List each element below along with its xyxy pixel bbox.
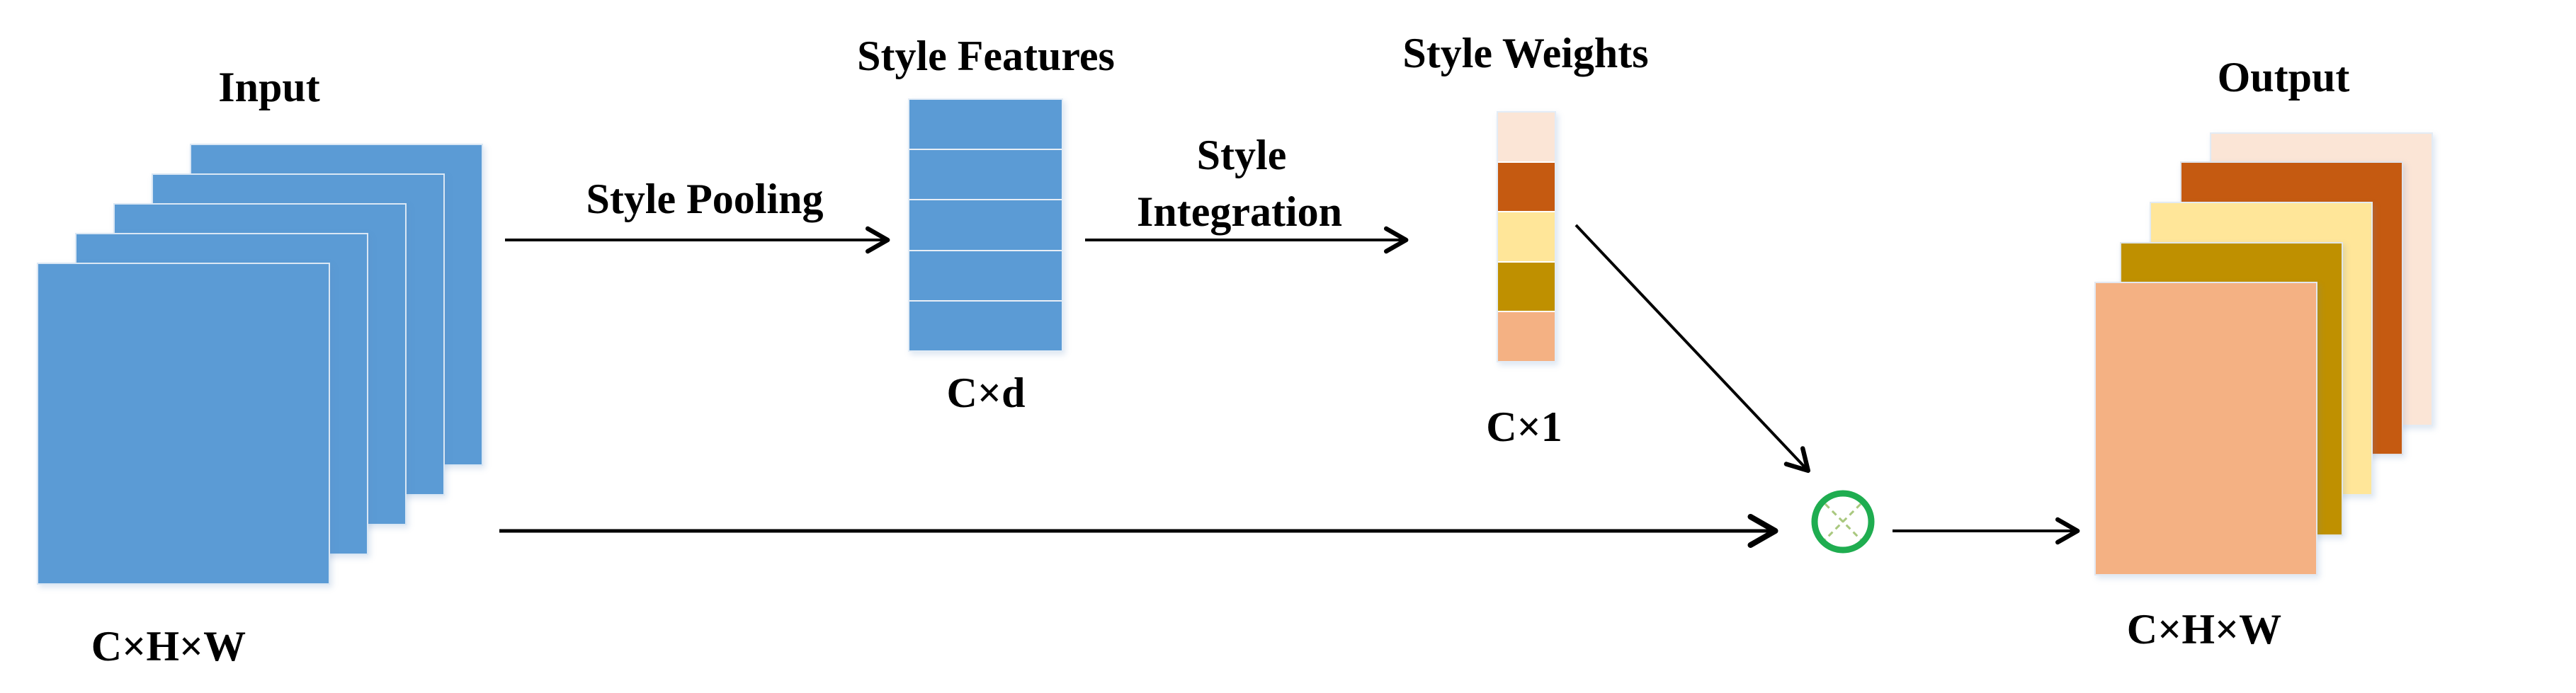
style-weight-cell <box>1498 212 1555 261</box>
style-pooling-label: Style Pooling <box>586 176 824 222</box>
input-feature-map-layer <box>152 173 445 496</box>
style-integration-label-line1: Style <box>1196 132 1287 178</box>
style-weight-cell <box>1498 262 1555 311</box>
output-feature-map-layer <box>2094 282 2317 575</box>
output-feature-map-layer <box>2180 161 2403 455</box>
weights-to-multiply-arrow <box>1574 224 1811 474</box>
style-feature-row <box>909 150 1062 200</box>
style-weight-cell <box>1498 113 1555 161</box>
style-weight-cell <box>1498 312 1555 361</box>
style-weights-dims-label: C×1 <box>1486 403 1562 450</box>
output-title: Output <box>2217 54 2350 101</box>
input-feature-map-layer <box>75 233 368 555</box>
style-feature-row <box>909 200 1062 250</box>
input-feature-map-layer <box>37 263 330 585</box>
output-dims-label: C×H×W <box>2126 606 2282 653</box>
style-feature-row <box>909 251 1062 300</box>
style-features-title: Style Features <box>857 33 1115 79</box>
output-feature-map-layer <box>2150 202 2373 496</box>
style-weights-title: Style Weights <box>1402 30 1649 76</box>
output-feature-map-layer <box>2210 132 2433 426</box>
input-feature-map-layer <box>113 203 407 525</box>
style-weight-cell <box>1498 162 1555 212</box>
input-feature-map-layer <box>190 144 483 466</box>
style-weights-vector <box>1497 111 1556 362</box>
input-title: Input <box>218 64 320 110</box>
style-feature-row <box>909 301 1062 351</box>
style-integration-label-line2: Integration <box>1137 188 1342 235</box>
input-dims-label: C×H×W <box>91 623 246 670</box>
style-features-matrix <box>908 98 1063 352</box>
style-features-dims-label: C×d <box>946 370 1026 416</box>
output-feature-map-layer <box>2120 242 2343 536</box>
style-feature-row <box>909 100 1062 149</box>
channel-multiply-icon <box>1811 490 1875 554</box>
